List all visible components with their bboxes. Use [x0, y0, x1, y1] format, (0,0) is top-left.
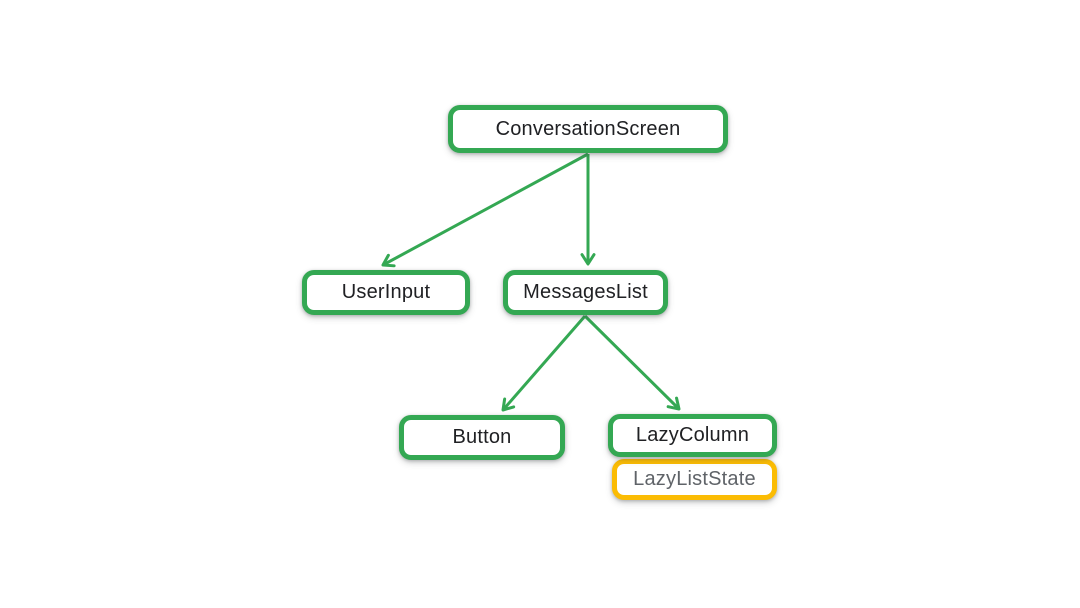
edge-messageslist-button — [501, 315, 587, 412]
node-lazycolumn: LazyColumn — [608, 414, 777, 457]
edge-messageslist-lazycolumn — [583, 314, 681, 411]
node-messageslist: MessagesList — [503, 270, 668, 315]
node-conversationscreen: ConversationScreen — [448, 105, 728, 153]
node-button: Button — [399, 415, 565, 460]
node-lazyliststate: LazyListState — [612, 459, 777, 500]
edge-conversationscreen-userinput — [381, 152, 589, 268]
node-userinput: UserInput — [302, 270, 470, 315]
